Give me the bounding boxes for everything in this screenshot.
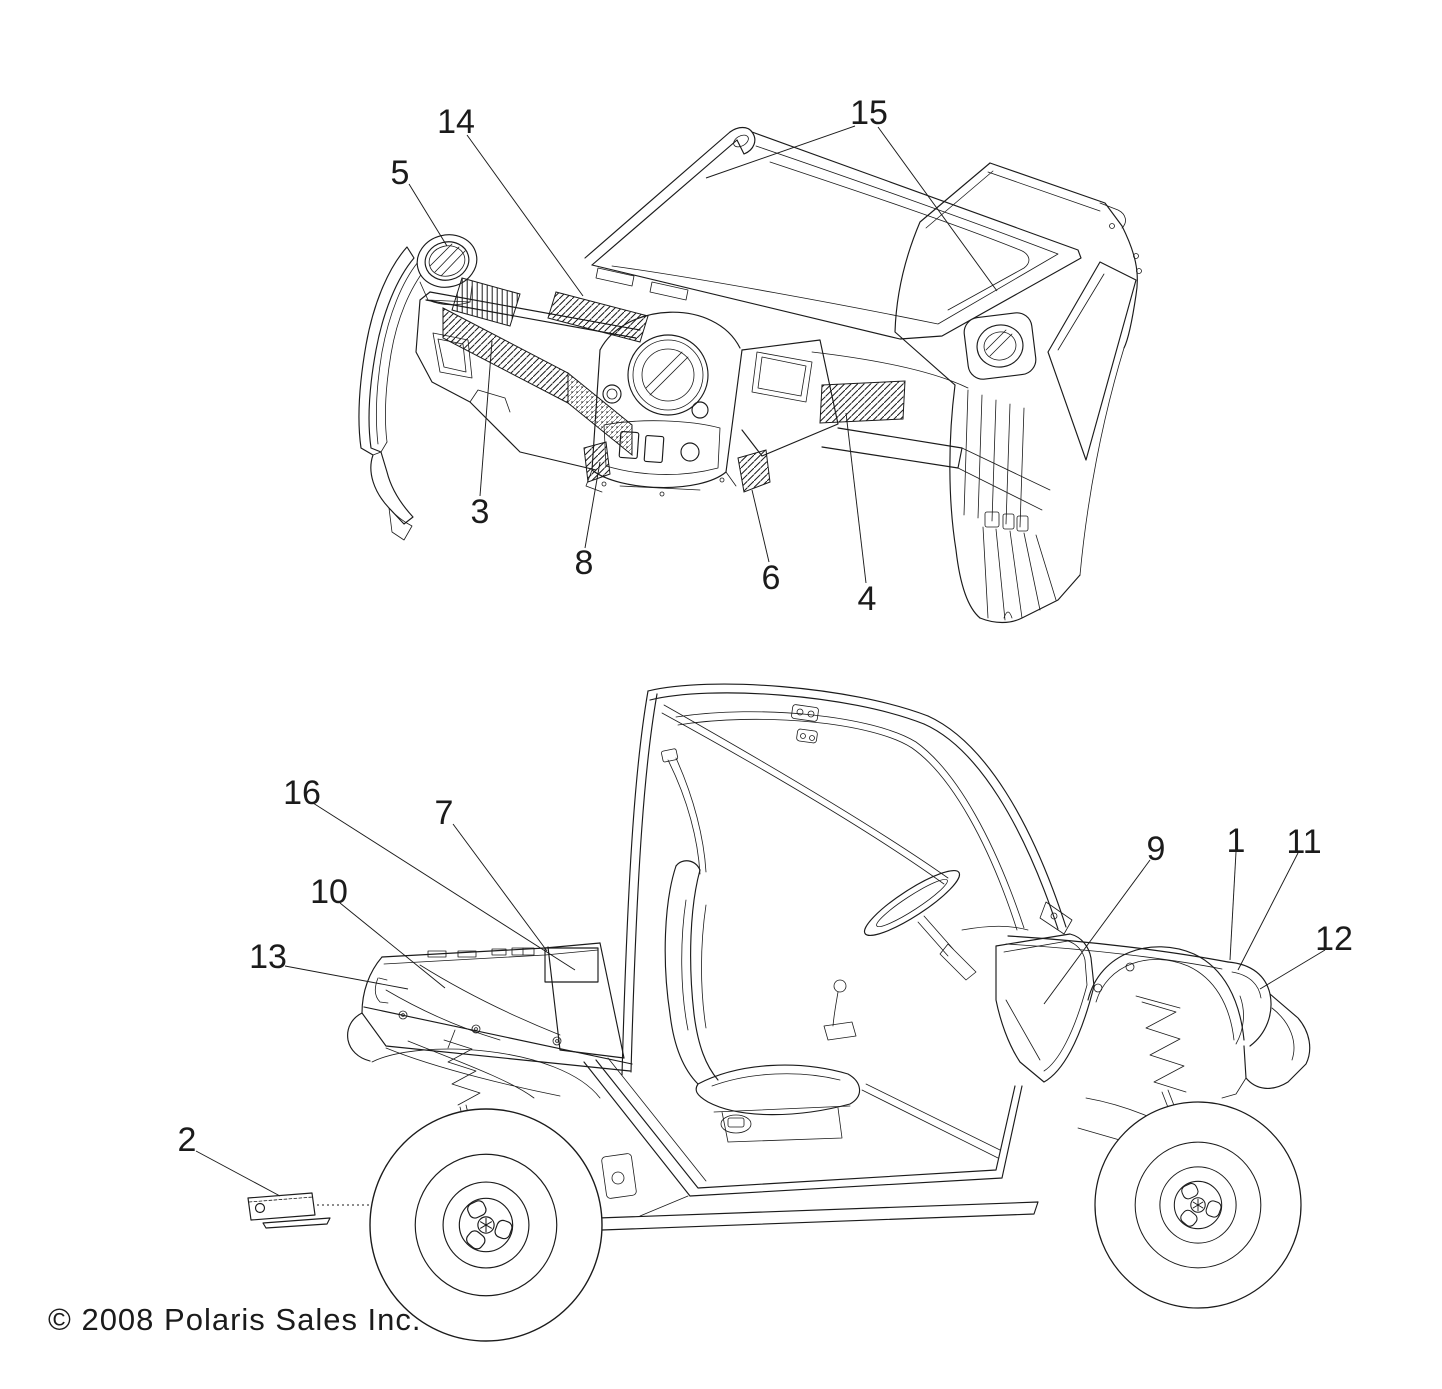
knob [691, 401, 709, 419]
steering-wheel [863, 870, 961, 936]
steering [863, 870, 1029, 981]
round-button [680, 442, 700, 462]
bed-slot [457, 950, 477, 958]
gauge-cluster [627, 334, 709, 416]
callout-10-label: 10 [310, 873, 348, 911]
dash-left-panel [415, 291, 641, 471]
decal-area-8 [583, 441, 611, 483]
cage-clamp [791, 704, 819, 722]
callout-6-leader [751, 489, 770, 563]
callout-5-label: 5 [391, 154, 410, 192]
cage-clamp [796, 728, 818, 744]
ignition-switch [602, 384, 622, 404]
front-body [995, 933, 1311, 1099]
callout-6-label: 6 [762, 559, 781, 597]
bed-slot [427, 950, 447, 958]
callout-2-label: 2 [178, 1121, 197, 1159]
callout-15-leader-b [877, 126, 998, 292]
callout-3-label: 3 [471, 493, 490, 531]
bracket-part [247, 1192, 370, 1229]
bracket-hole [254, 1202, 266, 1214]
right-fender-assembly [894, 162, 1142, 624]
callout-14-label: 14 [437, 103, 475, 141]
callout-16-label: 16 [283, 774, 321, 812]
fender-skirt [949, 384, 1081, 624]
callout-1-label: 1 [1227, 822, 1246, 860]
roll-cage [621, 683, 1073, 1076]
callout-7-label: 7 [435, 794, 454, 832]
center-stack [583, 311, 743, 497]
callout-7-leader [452, 823, 548, 952]
seat [664, 860, 861, 1143]
callout-11-label: 11 [1286, 823, 1321, 861]
callout-13-label: 13 [249, 938, 287, 976]
left-front-fascia [358, 246, 427, 541]
callout-12-leader [1259, 949, 1326, 990]
callout-15-label: 15 [850, 94, 888, 132]
bottom-leader-lines [195, 802, 1326, 1197]
callout-16-leader [312, 802, 576, 971]
callout-9-leader [1043, 859, 1151, 1005]
callout-2-leader [195, 1150, 281, 1197]
callout-15-leader-a [705, 125, 856, 179]
decal-area-6 [737, 449, 771, 493]
rocker-switch [618, 430, 640, 460]
dash-assembly-view: 5 14 15 3 8 6 4 [358, 94, 1142, 624]
callout-13-leader [284, 965, 409, 990]
right-headlight [963, 312, 1037, 380]
vehicle-side-view: 16 7 10 13 2 9 1 11 12 [178, 683, 1353, 1342]
bottom-callouts: 16 7 10 13 2 9 1 11 12 [178, 774, 1353, 1159]
floor-frame [583, 979, 1039, 1231]
callout-4-label: 4 [858, 580, 877, 618]
callout-5-leader [408, 183, 448, 247]
hood-panel [584, 126, 1082, 340]
rear-body [347, 942, 633, 1099]
copyright-text: © 2008 Polaris Sales Inc. [48, 1302, 422, 1337]
callout-1-leader [1229, 851, 1237, 961]
bed-slot [491, 948, 507, 956]
decal-area-4 [819, 380, 906, 424]
callout-14-leader [466, 134, 584, 297]
top-callouts: 5 14 15 3 8 6 4 [391, 94, 888, 618]
callout-12-label: 12 [1315, 920, 1353, 958]
callout-8-label: 8 [575, 544, 594, 582]
top-leader-lines [408, 125, 998, 584]
callout-4-leader [845, 412, 867, 584]
cup-holder [720, 1114, 752, 1134]
callout-11-leader [1237, 852, 1299, 971]
decal-area-14 [547, 291, 649, 343]
callout-3-leader [479, 340, 493, 497]
front-wheel [1094, 1101, 1302, 1309]
callout-8-leader [584, 461, 601, 549]
rocker-switch [643, 434, 665, 464]
decal-area-7 [544, 947, 599, 983]
switch-panel [603, 420, 721, 475]
side-panel [1047, 261, 1137, 461]
callout-10-leader [339, 902, 446, 989]
dash-right-panel [737, 339, 1051, 511]
shifter-knob [833, 979, 847, 993]
callout-9-label: 9 [1147, 830, 1166, 868]
